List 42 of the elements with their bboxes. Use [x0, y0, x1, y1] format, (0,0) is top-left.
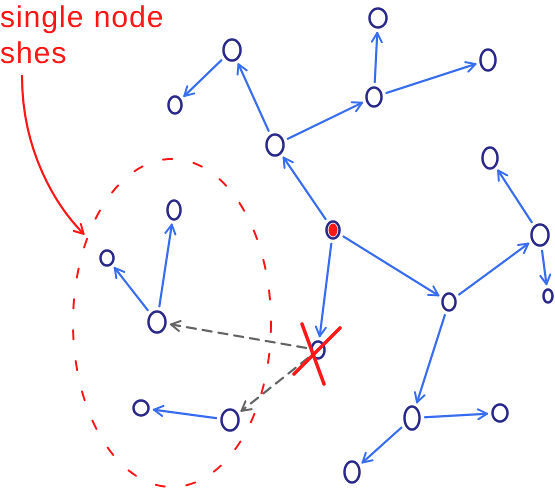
arrow [539, 250, 552, 286]
node-circle [167, 95, 183, 115]
arrow [152, 404, 218, 420]
node-circle [265, 133, 285, 157]
node-circle [166, 199, 182, 221]
filled-node-circle [325, 220, 341, 240]
node-circle [530, 223, 550, 247]
arrow [414, 314, 446, 404]
node-circle [479, 48, 497, 72]
handwritten-note: single node shes [0, 0, 194, 72]
node-circle [481, 146, 499, 170]
arrow [282, 156, 327, 220]
node-circle [310, 340, 326, 360]
node-circle [132, 399, 150, 417]
node-circle [343, 460, 361, 484]
arrow [286, 101, 364, 140]
dashed-arrow [170, 320, 308, 350]
node-circle [99, 249, 115, 267]
dashed-oval [72, 158, 272, 488]
arrow [342, 235, 440, 297]
node-circle [220, 408, 240, 432]
arrow [385, 61, 477, 94]
node-circle [491, 403, 509, 423]
arrow [370, 32, 383, 84]
arrow [158, 224, 176, 308]
curved-arrow [20, 74, 85, 235]
arrow [361, 426, 402, 464]
node-circle [542, 288, 554, 304]
arrow [183, 59, 222, 98]
node-circle [441, 292, 457, 312]
node-circle [368, 7, 388, 29]
node-circle [147, 310, 167, 334]
node-circle [365, 86, 383, 108]
arrow [314, 242, 332, 338]
arrow [497, 169, 533, 224]
node-circle [222, 38, 242, 62]
arrow [424, 408, 488, 420]
arrow [114, 266, 149, 312]
dashed-arrow [240, 356, 310, 412]
arrow [236, 63, 270, 132]
node-circle [403, 405, 421, 431]
arrow [458, 242, 530, 296]
